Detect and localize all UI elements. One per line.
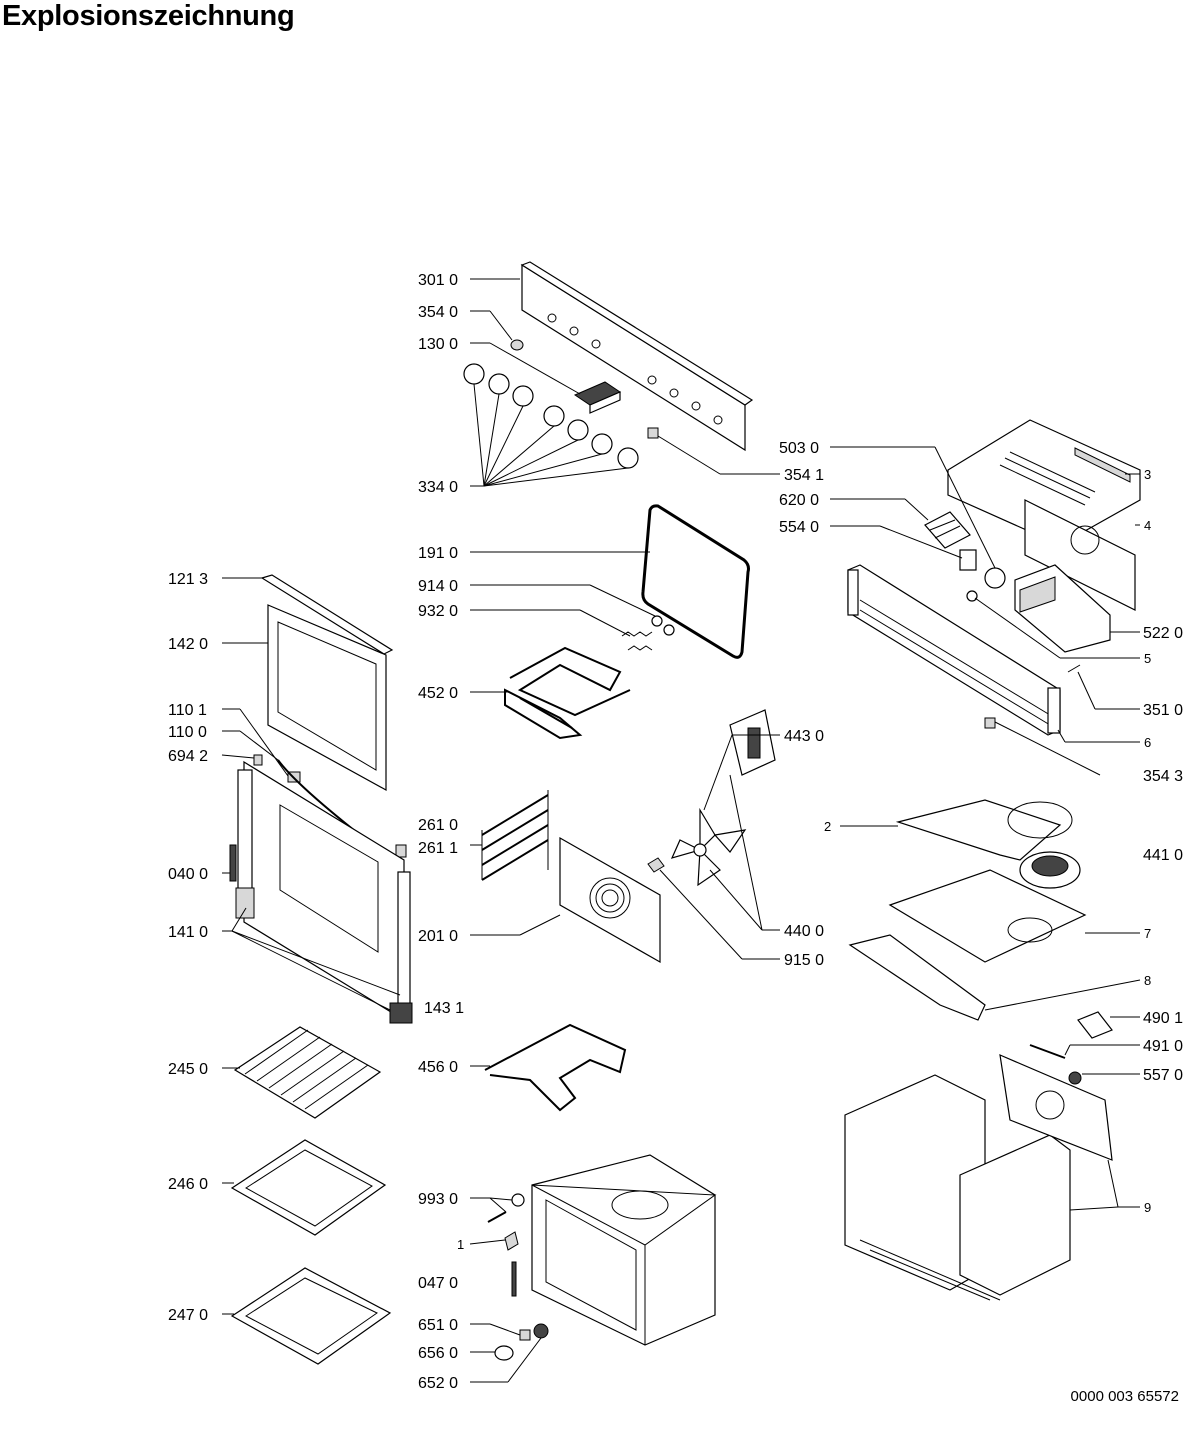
- label-443-0: 443 0: [784, 728, 824, 745]
- part-outer-door: [229, 760, 411, 1022]
- label-490-1: 490 1: [1143, 1010, 1183, 1027]
- label-110-0: 110 0: [168, 724, 207, 741]
- part-indicator-lamp: [510, 339, 524, 351]
- label-522-0: 522 0: [1143, 625, 1183, 642]
- label-143-1: 143 1: [424, 1000, 464, 1017]
- label-4: 4: [1144, 518, 1151, 533]
- part-lower-heating-element: [484, 1023, 627, 1112]
- label-7: 7: [1144, 926, 1151, 941]
- label-652-0: 652 0: [418, 1375, 458, 1392]
- part-upper-heating-element: [504, 646, 631, 740]
- label-694-2: 694 2: [168, 748, 208, 765]
- label-354-3: 354 3: [1143, 768, 1183, 785]
- part-door-trim: [260, 574, 394, 655]
- label-915-0: 915 0: [784, 952, 824, 969]
- part-wire-shelf: [233, 1026, 382, 1119]
- part-cooling-fan: [1019, 851, 1081, 889]
- label-932-0: 932 0: [418, 603, 458, 620]
- label-656-0: 656 0: [418, 1345, 458, 1362]
- part-lamp-cover: [984, 717, 996, 729]
- label-3: 3: [1144, 467, 1151, 482]
- part-front-frame: [847, 564, 1081, 736]
- label-201-0: 201 0: [418, 928, 458, 945]
- part-electronics-module: [1014, 564, 1111, 653]
- part-deep-tray: [230, 1267, 392, 1365]
- label-441-0: 441 0: [1143, 847, 1183, 864]
- part-nut-spring: [621, 615, 675, 651]
- label-261-0: 261 0: [418, 817, 458, 834]
- label-491-0: 491 0: [1143, 1038, 1183, 1055]
- label-047-0: 047 0: [418, 1275, 458, 1292]
- label-1: 1: [457, 1237, 464, 1252]
- part-inner-door-glass: [267, 604, 387, 792]
- part-knobs: [463, 363, 639, 469]
- label-993-0: 993 0: [418, 1191, 458, 1208]
- part-front-strip: [848, 934, 986, 1021]
- label-191-0: 191 0: [418, 545, 458, 562]
- label-334-0: 334 0: [418, 479, 458, 496]
- label-5: 5: [1144, 651, 1151, 666]
- part-switch: [573, 381, 622, 414]
- label-141-0: 141 0: [168, 924, 208, 941]
- part-cooling-duct: [895, 799, 1073, 861]
- part-terminal-parts: [1029, 1011, 1113, 1085]
- label-247-0: 247 0: [168, 1307, 208, 1324]
- part-lamp-socket: [647, 427, 659, 439]
- label-354-1: 354 1: [784, 467, 824, 484]
- label-110-1: 110 1: [168, 702, 207, 719]
- part-top-plate: [888, 869, 1087, 963]
- label-620-0: 620 0: [779, 492, 819, 509]
- part-terminal-block: [924, 511, 971, 549]
- label-456-0: 456 0: [418, 1059, 458, 1076]
- part-door-seal: [641, 504, 750, 659]
- leader-lines: [221, 278, 1141, 1383]
- label-040-0: 040 0: [168, 866, 208, 883]
- part-thermostat: [959, 549, 1006, 602]
- label-503-0: 503 0: [779, 440, 819, 457]
- label-554-0: 554 0: [779, 519, 819, 536]
- document-number: 0000 003 65572: [1070, 1388, 1179, 1405]
- label-130-0: 130 0: [418, 336, 458, 353]
- part-top-cover: [947, 419, 1141, 611]
- label-9: 9: [1144, 1200, 1151, 1215]
- label-261-1: 261 1: [418, 840, 458, 857]
- part-control-panel: [520, 261, 754, 452]
- label-142-0: 142 0: [168, 636, 208, 653]
- label-354-0: 354 0: [418, 304, 458, 321]
- label-121-3: 121 3: [168, 571, 208, 588]
- part-fan-wheel: [670, 807, 747, 887]
- page-title: Explosionszeichnung: [2, 0, 295, 32]
- label-301-0: 301 0: [418, 272, 458, 289]
- label-651-0: 651 0: [418, 1317, 458, 1334]
- part-baking-tray: [230, 1139, 387, 1236]
- part-fan-cover: [559, 836, 661, 964]
- label-440-0: 440 0: [784, 923, 824, 940]
- part-labels: 301 0 354 0 130 0 334 0 354 1 503 0 620 …: [168, 272, 1183, 1392]
- label-557-0: 557 0: [1143, 1067, 1183, 1084]
- label-452-0: 452 0: [418, 685, 458, 702]
- label-2: 2: [824, 819, 831, 834]
- part-outer-housing: [844, 1054, 1113, 1301]
- label-6: 6: [1144, 735, 1151, 750]
- part-fan-motor: [729, 709, 776, 776]
- label-8: 8: [1144, 973, 1151, 988]
- label-245-0: 245 0: [168, 1061, 208, 1078]
- label-246-0: 246 0: [168, 1176, 208, 1193]
- part-fan-cover-clip: [647, 857, 665, 873]
- part-oven-cavity: [531, 1154, 717, 1346]
- label-914-0: 914 0: [418, 578, 458, 595]
- label-351-0: 351 0: [1143, 702, 1183, 719]
- part-door-latch: [389, 1002, 413, 1024]
- part-shelf-guides: [481, 790, 549, 881]
